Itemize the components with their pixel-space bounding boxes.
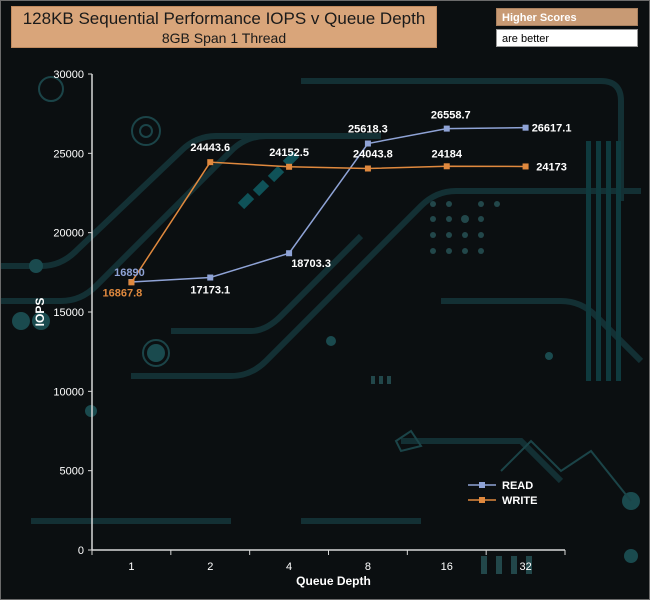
chart-subtitle: 8GB Span 1 Thread <box>161 30 287 46</box>
data-label-write: 24184 <box>431 148 462 160</box>
x-tick-label: 16 <box>441 561 453 573</box>
chart-title-box: 128KB Sequential Performance IOPS v Queu… <box>11 6 437 48</box>
x-tick-label: 32 <box>519 561 531 573</box>
data-label-write: 24043.8 <box>353 149 393 161</box>
data-label-read: 26617.1 <box>532 123 572 135</box>
series-line-write <box>130 161 526 283</box>
are-better-badge: are better <box>496 29 638 47</box>
data-point-read <box>207 274 214 281</box>
data-point-write <box>364 165 371 172</box>
data-label-read: 26558.7 <box>431 110 471 122</box>
data-point-read <box>364 140 371 147</box>
chart-axes: 0 5000 10000 15000 20000 25000 30000 1 2 4 8 16 32Qu… <box>33 69 566 588</box>
data-label-write: 16867.8 <box>103 287 143 299</box>
legend-label-write: WRITE <box>502 495 537 507</box>
x-tick-label: 4 <box>286 561 292 573</box>
data-point-write <box>286 163 293 170</box>
legend-marker-write <box>479 497 485 503</box>
series-line-read <box>131 126 526 283</box>
y-axis-title: IOPS <box>33 298 47 327</box>
data-point-write <box>128 279 135 286</box>
chart-series <box>128 124 529 286</box>
data-label-write: 24152.5 <box>269 147 309 159</box>
data-label-read: 25618.3 <box>348 124 388 136</box>
legend-label-read: READ <box>502 480 533 492</box>
x-axis-title: Queue Depth <box>296 574 371 588</box>
y-tick-label: 0 <box>78 545 84 557</box>
chart-title: 128KB Sequential Performance IOPS v Queu… <box>22 9 426 28</box>
data-point-read <box>443 125 450 132</box>
data-label-read: 18703.3 <box>291 258 331 270</box>
chart-data-labels: 16890 17173.1 18703.3 25618.3 26558.7 26617.1… <box>103 110 572 300</box>
x-tick-label: 1 <box>128 561 134 573</box>
data-label-write: 24443.6 <box>190 142 230 154</box>
data-point-write <box>443 163 450 170</box>
data-label-write: 24173 <box>536 161 567 173</box>
legend-marker-read <box>479 482 485 488</box>
data-point-write <box>522 163 529 170</box>
y-tick-label: 25000 <box>53 148 84 160</box>
data-point-read <box>286 250 293 257</box>
x-tick-label: 8 <box>365 561 371 573</box>
data-label-read: 17173.1 <box>190 285 230 297</box>
higher-scores-badge: Higher Scores <box>496 8 638 26</box>
y-tick-label: 20000 <box>53 228 84 240</box>
x-tick-label: 2 <box>207 561 213 573</box>
data-label-read: 16890 <box>114 267 145 279</box>
y-tick-label: 5000 <box>60 466 84 478</box>
data-point-write <box>207 159 214 166</box>
data-point-read <box>522 124 529 131</box>
y-tick-label: 10000 <box>53 386 84 398</box>
y-tick-label: 30000 <box>53 69 84 81</box>
chart-legend: READ WRITE <box>468 480 537 507</box>
y-tick-label: 15000 <box>53 307 84 319</box>
